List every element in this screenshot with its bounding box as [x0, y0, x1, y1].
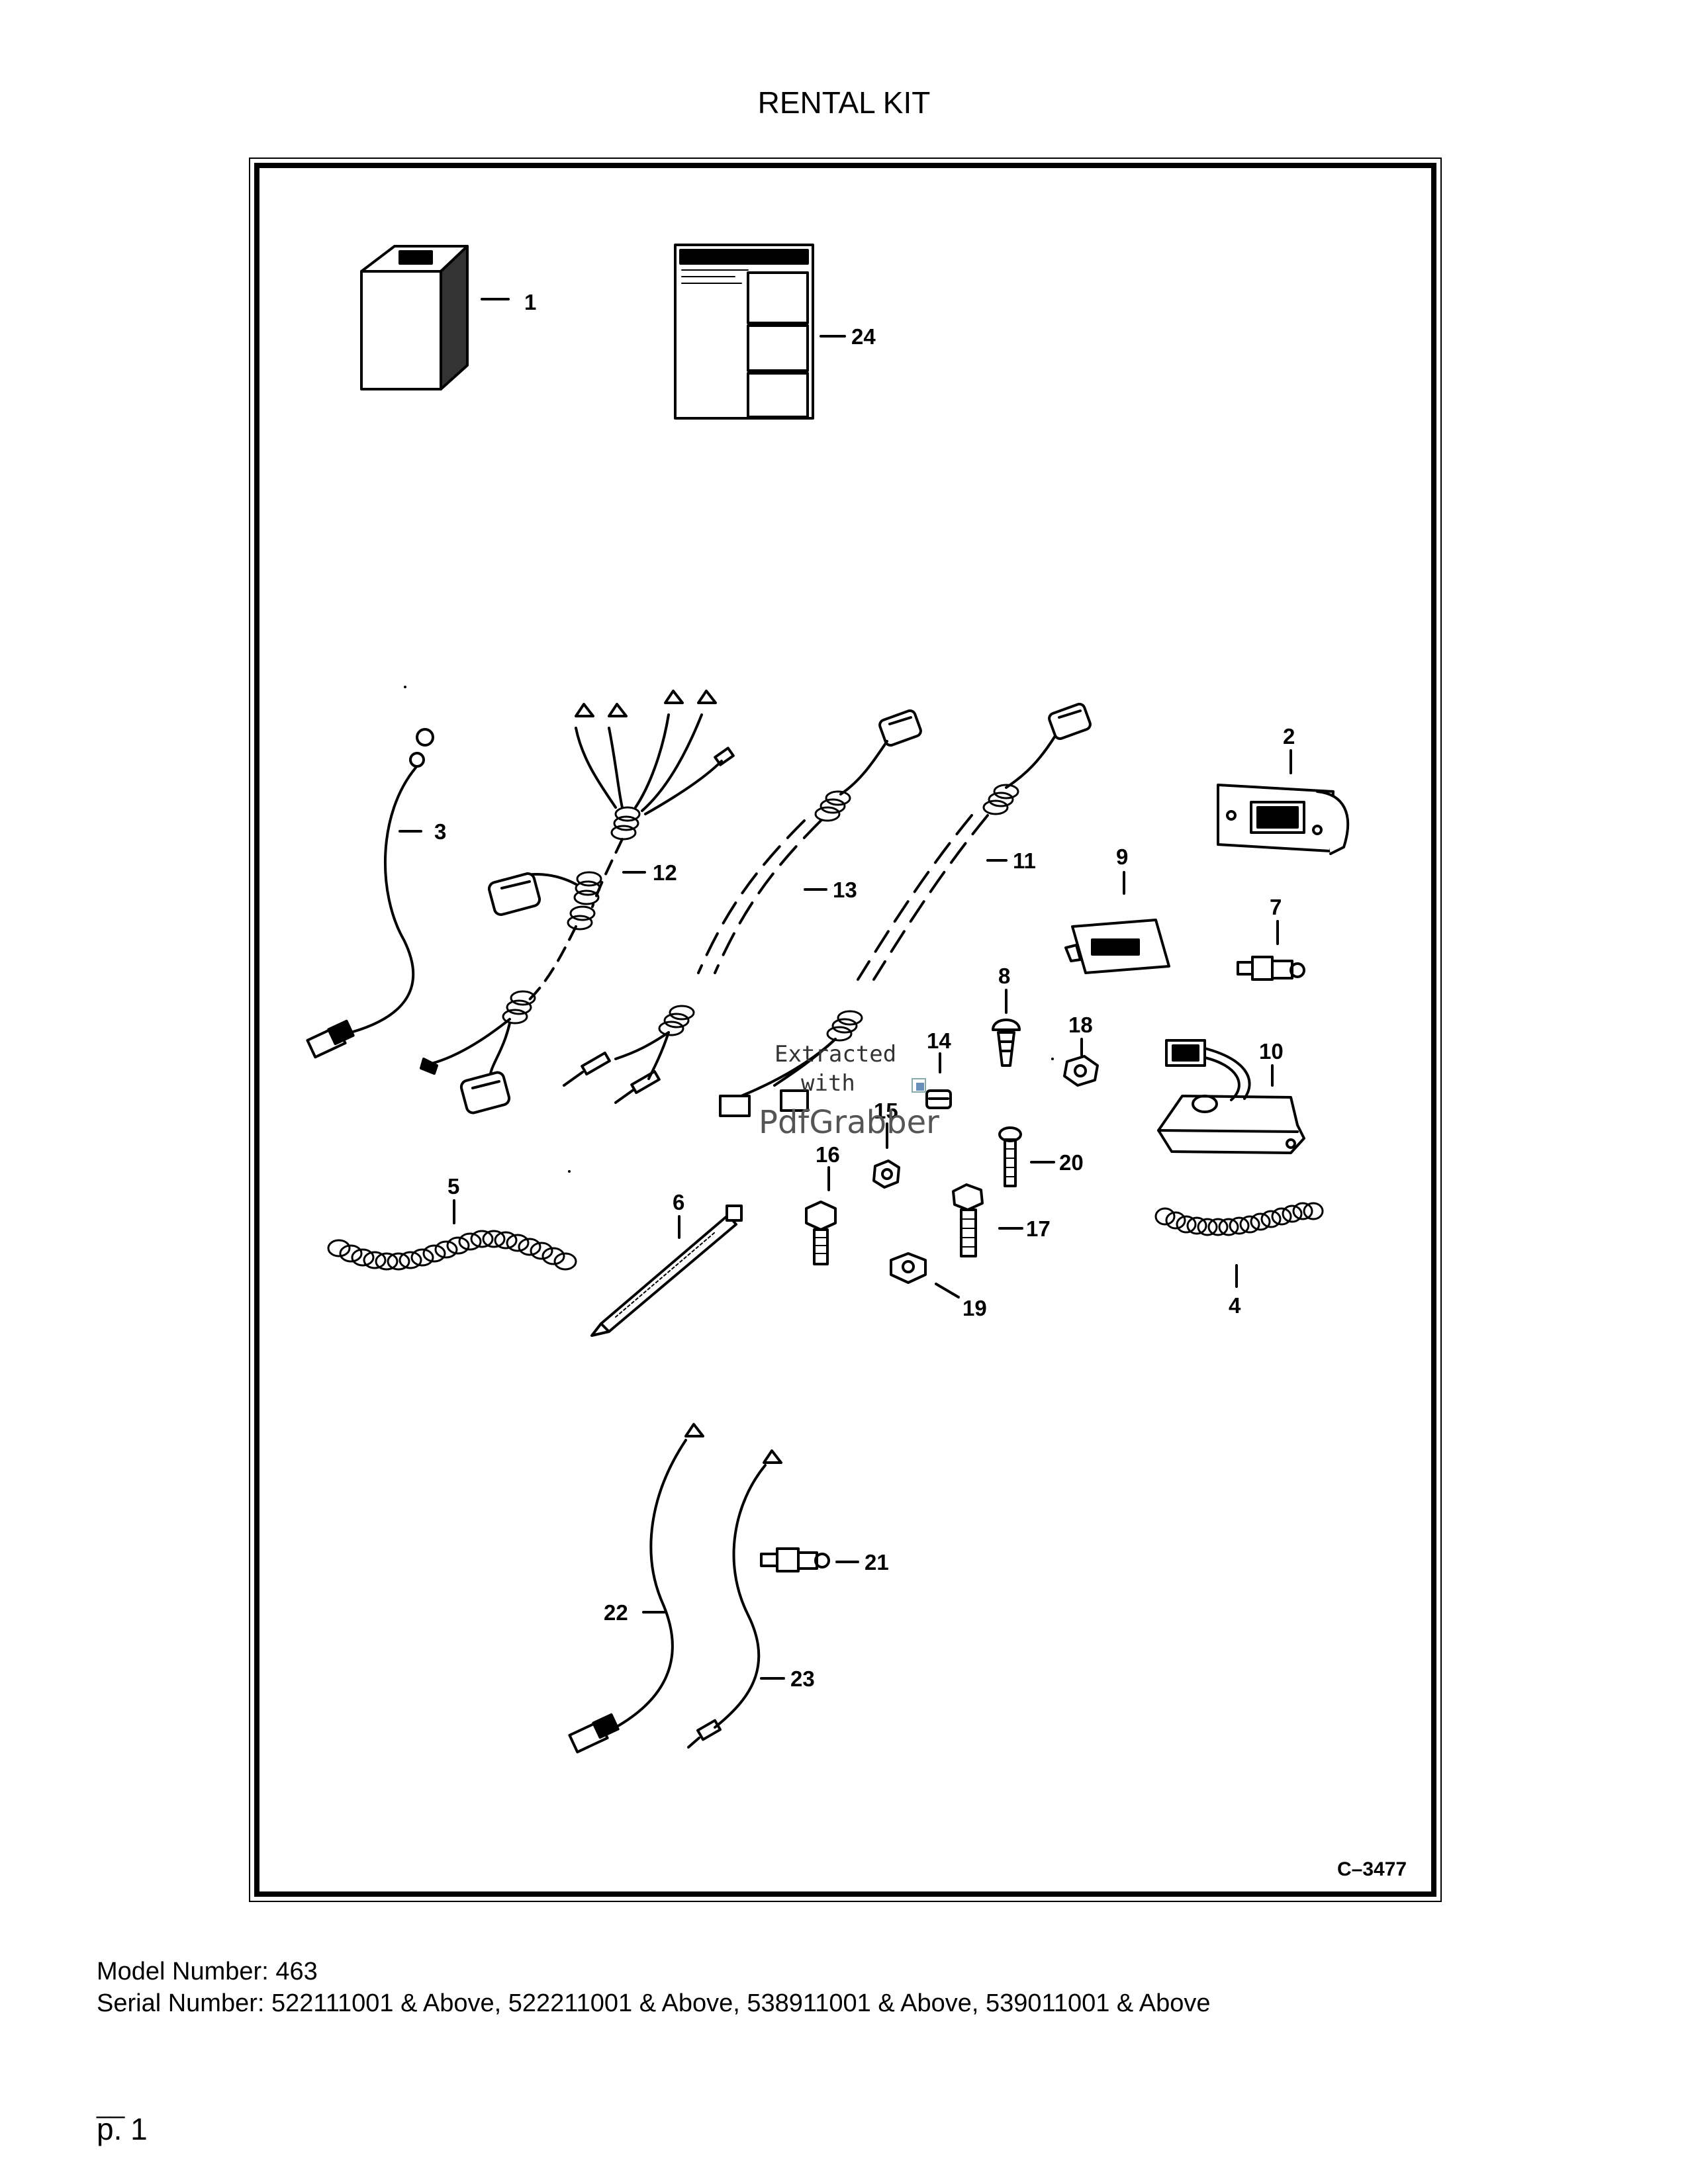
callout-12: 12	[653, 860, 677, 885]
part-17-hex-bolt	[952, 1183, 984, 1257]
page-title: RENTAL KIT	[757, 85, 931, 120]
watermark-brand: PdfGrabber	[759, 1104, 939, 1141]
page-number: p. 1	[97, 2112, 148, 2146]
page-separator: __	[97, 2091, 125, 2119]
parts-diagram: 1 24 2 3 12 13 11 9 7 8 18 10 14 15 16 2…	[306, 244, 1350, 1754]
callout-8: 8	[998, 964, 1010, 988]
part-6-cable-tie	[590, 1205, 743, 1337]
part-10-module	[1157, 1039, 1305, 1154]
callout-17: 17	[1026, 1216, 1051, 1241]
callout-21: 21	[865, 1550, 889, 1574]
part-12-harness	[420, 690, 735, 1115]
callout-19: 19	[962, 1296, 987, 1320]
figure-frame-outer	[249, 158, 1442, 1902]
callout-23: 23	[790, 1666, 815, 1691]
callout-3: 3	[434, 819, 446, 844]
watermark-line-2: with	[801, 1070, 855, 1097]
callout-4: 4	[1229, 1293, 1241, 1318]
part-11-harness	[719, 702, 1092, 1117]
callout-11: 11	[1013, 848, 1036, 873]
callout-13: 13	[833, 878, 857, 902]
callout-10: 10	[1259, 1039, 1284, 1064]
model-number: Model Number: 463	[97, 1958, 318, 1985]
callout-6: 6	[673, 1190, 684, 1214]
callout-24: 24	[851, 324, 876, 349]
callout-14: 14	[927, 1028, 951, 1053]
part-9-relay	[1064, 919, 1170, 974]
serial-number: Serial Number: 522111001 & Above, 522211…	[97, 1989, 1211, 2017]
watermark-line-1: Extracted	[774, 1041, 896, 1068]
leader-19	[935, 1283, 960, 1298]
callout-18: 18	[1068, 1013, 1093, 1037]
part-7-sender	[1237, 956, 1305, 981]
part-14-clip	[925, 1089, 952, 1109]
part-24-instruction-sheet	[674, 244, 814, 420]
part-16-flange-bolt	[805, 1201, 837, 1265]
part-19-flange-nut	[890, 1252, 927, 1284]
watermark: Extracted with PdfGrabber	[759, 1041, 939, 1141]
callout-16: 16	[816, 1142, 840, 1167]
callout-7: 7	[1270, 895, 1282, 919]
callout-1: 1	[524, 290, 536, 314]
figure-code: C–3477	[1337, 1858, 1407, 1880]
part-18-nut	[1063, 1055, 1099, 1087]
part-1-kit-box	[360, 245, 469, 390]
part-2-switch-bracket	[1217, 784, 1350, 855]
callout-20: 20	[1059, 1150, 1084, 1175]
part-15-nut	[872, 1160, 900, 1189]
part-8-push-clip	[992, 1019, 1021, 1067]
callout-22: 22	[604, 1600, 628, 1625]
part-13-harness	[563, 709, 922, 1104]
callout-15: 15	[874, 1099, 898, 1123]
callout-9: 9	[1116, 844, 1128, 869]
part-5-conduit	[327, 1230, 577, 1271]
part-21-switch	[760, 1547, 830, 1572]
part-23-wire	[687, 1449, 782, 1749]
callout-5: 5	[447, 1174, 459, 1199]
callout-2: 2	[1283, 724, 1295, 749]
figure-frame	[254, 163, 1436, 1897]
part-3-ground-wire	[306, 728, 434, 1059]
part-22-wire	[568, 1423, 704, 1754]
part-4-conduit	[1154, 1202, 1324, 1236]
part-20-screw	[998, 1126, 1022, 1187]
